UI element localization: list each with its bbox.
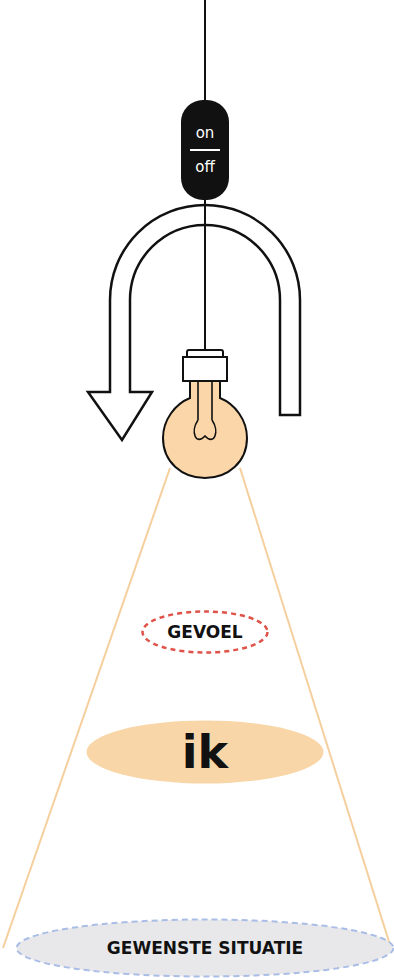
ellipse-shape bbox=[17, 920, 394, 977]
light-beam-edge bbox=[240, 468, 391, 948]
light-bulb bbox=[163, 381, 247, 478]
node-label: ik bbox=[182, 727, 228, 778]
on-off-switch: on off bbox=[181, 100, 229, 200]
desired-situation-ellipse: GEWENSTE SITUATIE bbox=[15, 918, 394, 978]
light-beam-edge bbox=[3, 468, 170, 948]
bulb-filament bbox=[194, 381, 215, 439]
lamp-socket bbox=[183, 357, 227, 381]
feeling-ellipse: GEVOEL bbox=[141, 610, 269, 654]
node-label: GEVOEL bbox=[167, 623, 242, 642]
ellipse-shape bbox=[143, 612, 268, 653]
ellipse-shape bbox=[87, 721, 324, 784]
node-label: off bbox=[195, 159, 215, 176]
node-label: on bbox=[190, 125, 221, 152]
self-ellipse: ik bbox=[85, 719, 325, 785]
node-label: GEWENSTE SITUATIE bbox=[107, 939, 303, 958]
